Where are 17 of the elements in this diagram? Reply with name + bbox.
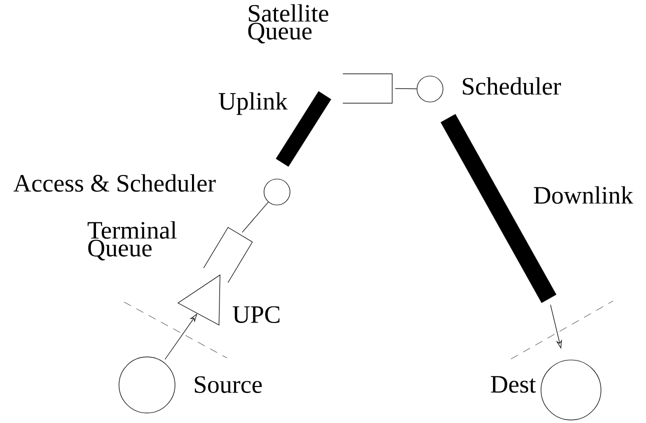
- node-label: Terminal Queue: [88, 221, 177, 260]
- node-label: Satellite Queue: [248, 4, 328, 44]
- circle: [416, 76, 444, 102]
- connector-line: [242, 202, 269, 233]
- node-label: Uplink: [218, 92, 288, 115]
- queue-box: [342, 74, 392, 104]
- node-label: Dest: [490, 376, 536, 393]
- circle: [264, 178, 290, 206]
- circle: [118, 356, 176, 414]
- node-label: UPC: [232, 306, 280, 323]
- node-label: Source: [194, 376, 262, 393]
- node-label: Scheduler: [462, 77, 561, 95]
- connector-line: [394, 88, 417, 90]
- queue-box: [203, 226, 253, 283]
- node-label: Access & Scheduler: [13, 174, 216, 192]
- node-label: Downlink: [534, 186, 634, 204]
- circle: [540, 360, 602, 420]
